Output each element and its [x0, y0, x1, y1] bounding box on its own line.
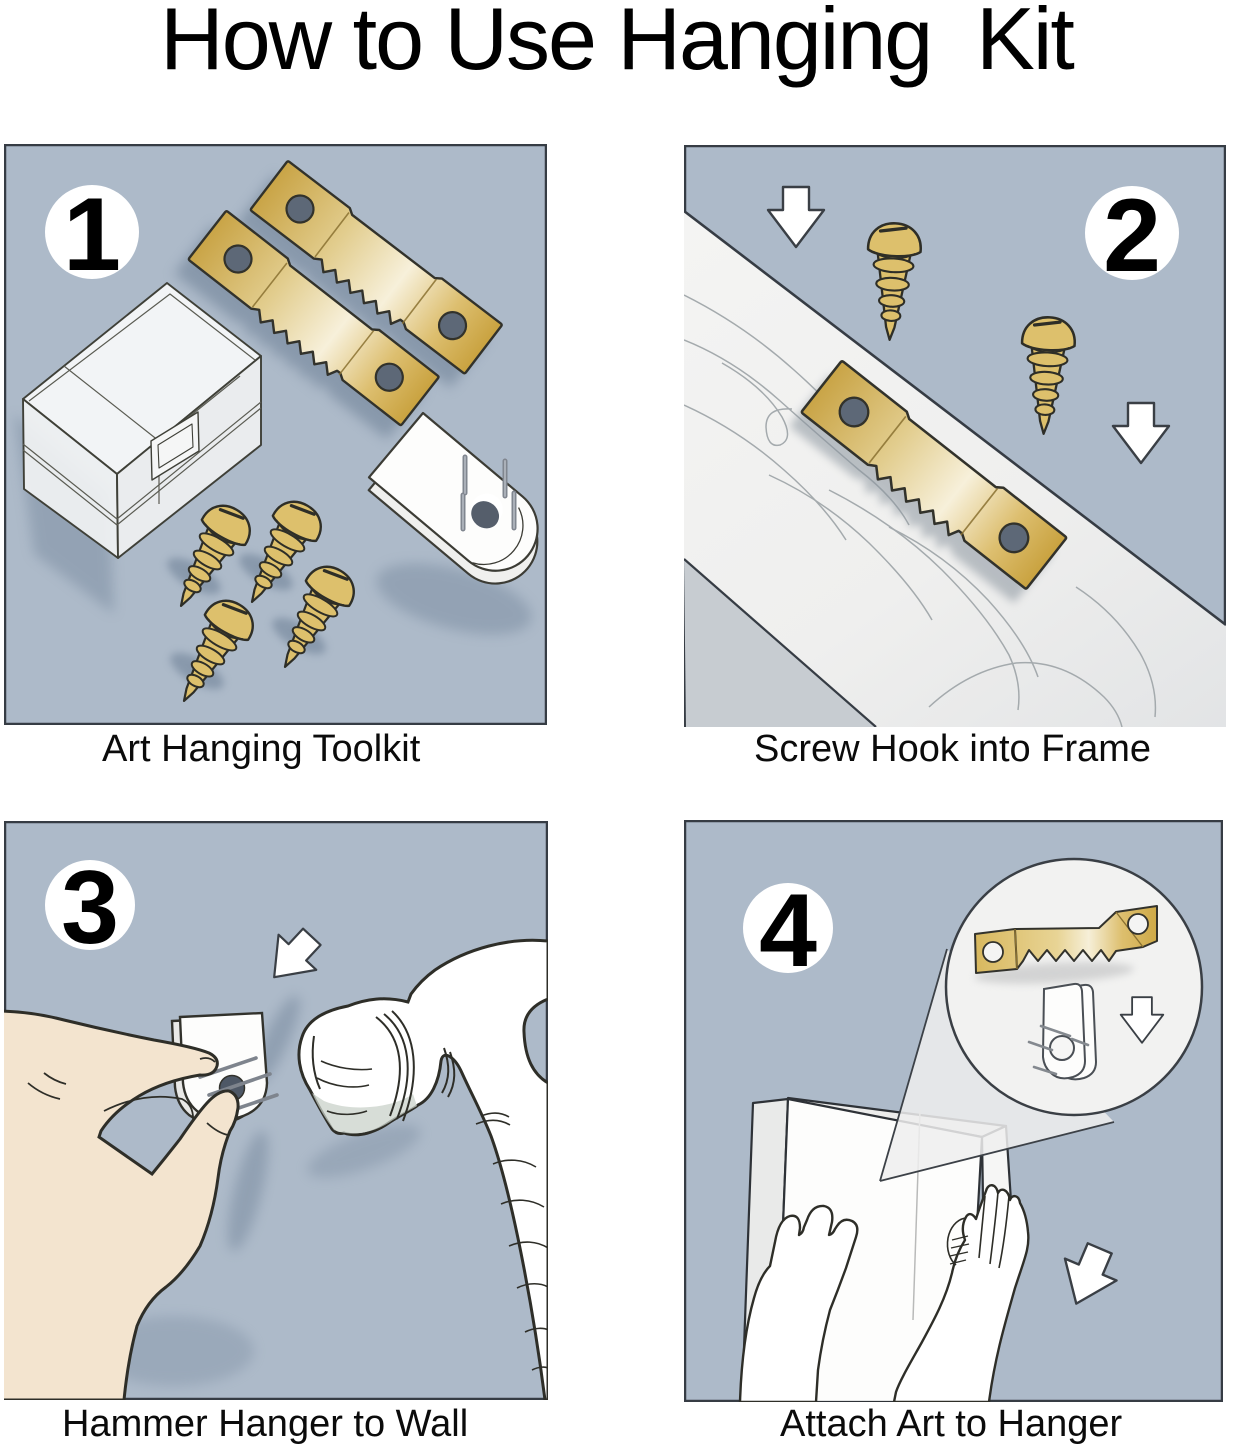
svg-text:4: 4 [759, 873, 817, 989]
svg-text:3: 3 [61, 850, 119, 966]
svg-text:1: 1 [63, 177, 121, 293]
svg-text:2: 2 [1103, 178, 1161, 294]
